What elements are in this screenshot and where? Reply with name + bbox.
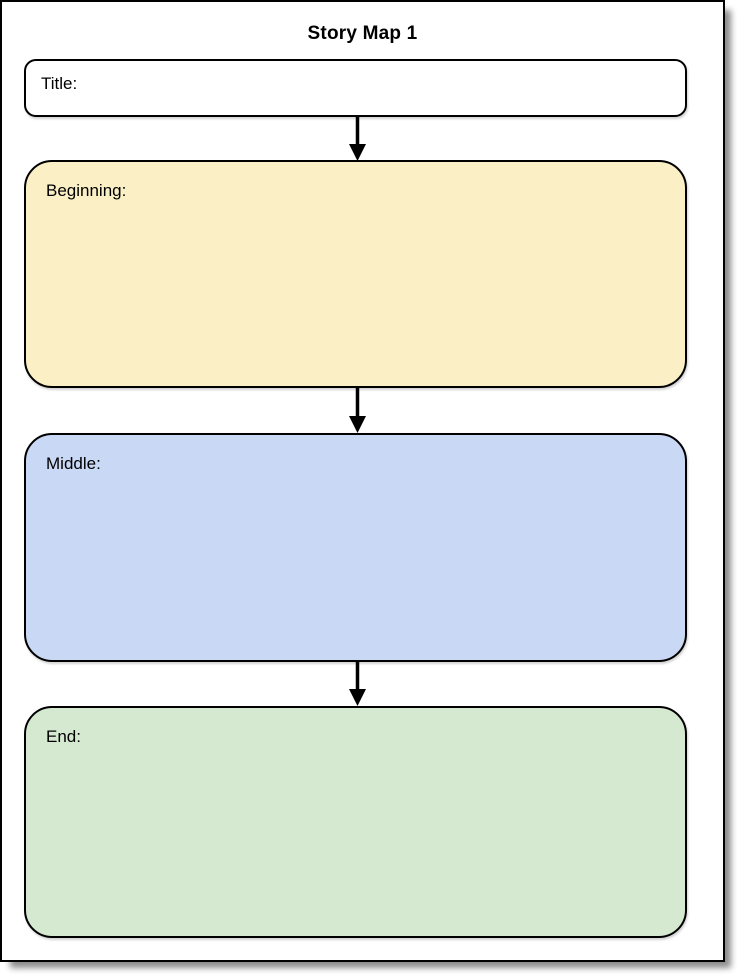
page-title: Story Map 1 xyxy=(307,23,418,44)
story-map-page: Story Map 1 Title: Beginning: Middle: xyxy=(0,0,725,962)
beginning-box[interactable]: Beginning: xyxy=(24,160,687,388)
arrow-down-icon xyxy=(347,662,368,706)
end-box-label: End: xyxy=(46,727,81,746)
arrow-head xyxy=(349,416,366,433)
title-box-label: Title: xyxy=(41,74,78,93)
middle-box[interactable]: Middle: xyxy=(24,433,687,662)
arrow-down-icon xyxy=(347,117,368,161)
arrow-head xyxy=(349,144,366,161)
title-box[interactable]: Title: xyxy=(24,59,687,117)
arrow-down-icon xyxy=(347,388,368,433)
end-box[interactable]: End: xyxy=(24,706,687,938)
middle-box-label: Middle: xyxy=(46,454,101,473)
beginning-box-label: Beginning: xyxy=(46,181,127,200)
arrow-head xyxy=(349,689,366,706)
